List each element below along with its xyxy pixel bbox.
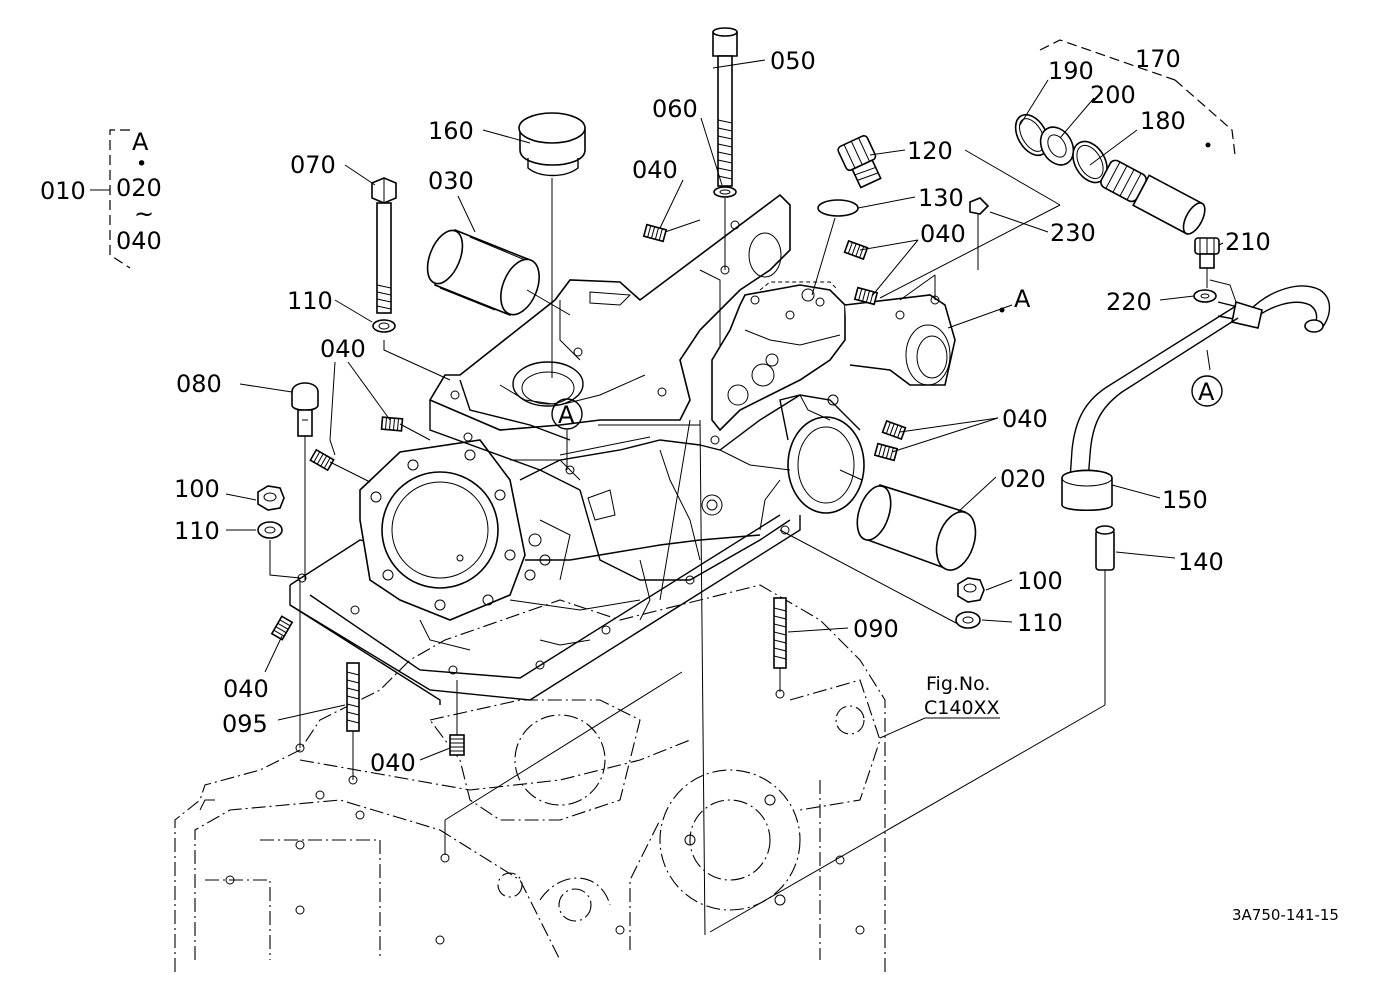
figref-line2: C140XX [924,697,1000,719]
base-plate [289,514,801,705]
plug-230 [969,197,990,270]
bushing-020 [839,469,977,572]
label-040-left: 040 [320,335,366,363]
label-170: 170 [1135,45,1181,73]
label-090: 090 [853,615,899,643]
bushing-030 [426,228,571,317]
main-housing [359,193,865,651]
plug-160 [518,112,586,378]
relief-valve-170 [879,39,1236,299]
figure-reference: Fig.No. C140XX [924,673,1000,719]
breather-120 [811,135,882,296]
label-group-a: A [132,128,149,156]
label-110-right: 110 [1017,609,1063,637]
connector-140 [709,525,1115,933]
label-100-right: 100 [1017,567,1063,595]
label-020: 020 [116,174,162,202]
label-group-040: 040 [116,227,162,255]
nut-washer-right [779,529,985,629]
ref-a-pipe: A [1198,378,1215,406]
label-030: 030 [428,167,474,195]
label-130: 130 [918,184,964,212]
drawing-code: 3A750-141-15 [1232,906,1339,924]
label-050: 050 [770,47,816,75]
ref-a-marks: A A A [551,285,1223,470]
label-110-top: 110 [287,287,333,315]
label-040-bottom-left: 040 [223,675,269,703]
label-100-left: 100 [174,475,220,503]
label-230: 230 [1050,219,1096,247]
label-020-part: 020 [1000,465,1046,493]
stud-095 [295,580,360,785]
plug-080 [291,382,319,580]
label-group-dot: • [136,153,147,175]
label-070: 070 [290,151,336,179]
part-labels: 050 060 040 160 070 030 120 130 040 230 … [174,45,1271,777]
label-040-valve: 040 [920,220,966,248]
label-110-left: 110 [174,517,220,545]
label-040-top: 040 [632,156,678,184]
label-140: 140 [1178,548,1224,576]
figref-line1: Fig.No. [926,673,990,695]
transmission-case [174,584,886,972]
label-080: 080 [176,370,222,398]
label-040-right: 040 [1002,405,1048,433]
valve-block [699,281,956,471]
label-060: 060 [652,95,698,123]
label-210: 210 [1225,228,1271,256]
nut-washer-left [257,485,301,579]
label-150: 150 [1162,486,1208,514]
label-220: 220 [1106,288,1152,316]
set-screws-040 [270,219,907,756]
label-tilde: ~ [134,200,154,228]
ref-a-valve: A [1014,285,1031,313]
ref-a-center: A [558,401,575,429]
label-200: 200 [1090,81,1136,109]
bolt-070 [371,177,451,381]
leader-lines [225,59,1224,936]
oil-pipe [1061,279,1331,512]
bolt-050 [712,27,738,275]
label-095: 095 [222,710,268,738]
banjo-bolt-210 [1193,237,1220,303]
group-bracket: 010 A • 020 ~ 040 [40,128,162,269]
label-180: 180 [1140,107,1186,135]
label-190: 190 [1048,57,1094,85]
label-040-bottom: 040 [370,749,416,777]
label-160: 160 [428,117,474,145]
stud-090 [773,597,787,699]
label-120: 120 [907,137,953,165]
label-010: 010 [40,177,86,205]
